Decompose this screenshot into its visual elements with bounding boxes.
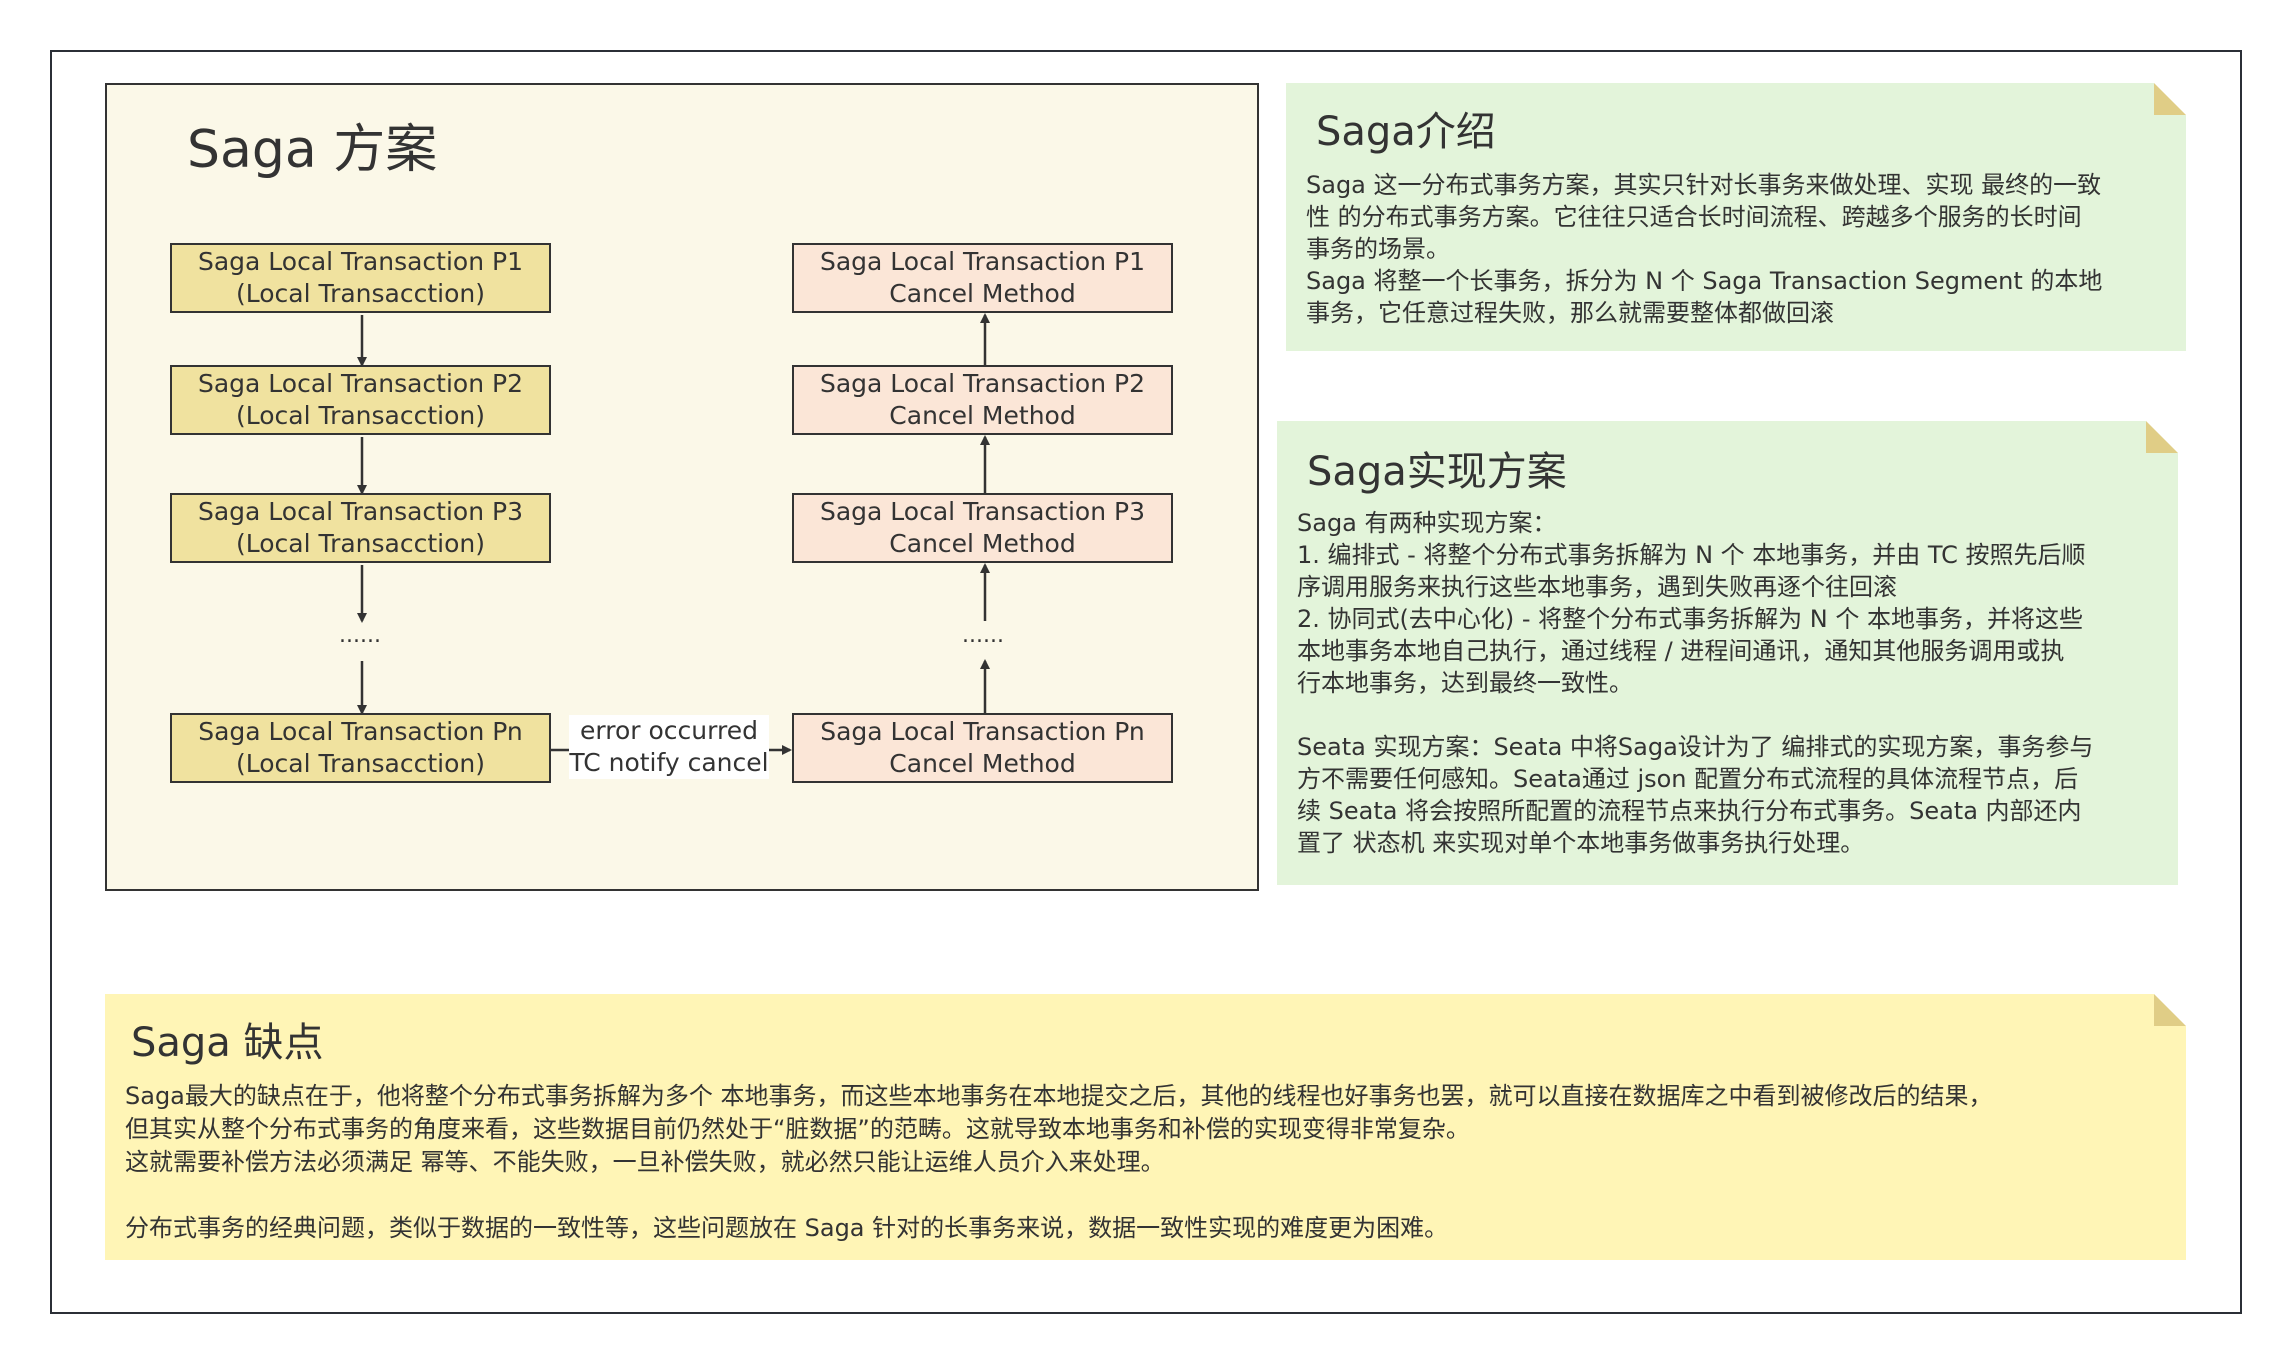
node-sublabel: (Local Transacction) (235, 749, 485, 778)
forward-node-p1: Saga Local Transaction P1 (Local Transacc… (170, 243, 551, 313)
node-label: Saga Local Transaction P2 (819, 369, 1145, 398)
node-sublabel: (Local Transacction) (235, 401, 485, 430)
node-sublabel: (Local Transacction) (235, 529, 485, 558)
forward-ellipsis: ...... (339, 623, 381, 648)
cancel-node-p2: Saga Local Transaction P2 Cancel Method (792, 365, 1173, 435)
node-sublabel: Cancel Method (889, 749, 1076, 778)
node-sublabel: Cancel Method (889, 401, 1076, 430)
outer-frame (50, 50, 2242, 1314)
edge-label-line1: error occurred (580, 716, 758, 745)
cancel-ellipsis: ...... (962, 623, 1004, 648)
folded-corner-icon (2146, 421, 2178, 453)
node-sublabel: (Local Transacction) (235, 279, 485, 308)
folded-corner-icon (2154, 83, 2186, 115)
node-label: Saga Local Transaction P1 (819, 247, 1145, 276)
cancel-node-p1: Saga Local Transaction P1 Cancel Method (792, 243, 1173, 313)
node-label: Saga Local Transaction P2 (197, 369, 523, 398)
forward-node-p2: Saga Local Transaction P2 (Local Transacc… (170, 365, 551, 435)
note-title: Saga实现方案 (1307, 449, 1567, 495)
note-title: Saga 缺点 (131, 1020, 324, 1066)
edge-label-line2: TC notify cancel (569, 748, 769, 777)
cancel-node-p3: Saga Local Transaction P3 Cancel Method (792, 493, 1173, 563)
note-saga-intro: Saga介绍 Saga 这一分布式事务方案，其实只针对长事务来做处理、实现 最终… (1286, 83, 2186, 351)
note-title: Saga介绍 (1316, 109, 1496, 155)
forward-node-p3: Saga Local Transaction P3 (Local Transacc… (170, 493, 551, 563)
node-label: Saga Local Transaction Pn (820, 717, 1145, 746)
node-sublabel: Cancel Method (889, 279, 1076, 308)
folded-corner-icon (2154, 994, 2186, 1026)
node-sublabel: Cancel Method (889, 529, 1076, 558)
cancel-node-pn: Saga Local Transaction Pn Cancel Method (792, 713, 1173, 783)
node-label: Saga Local Transaction Pn (198, 717, 523, 746)
panel-title: Saga 方案 (187, 120, 438, 180)
note-body: Saga 这一分布式事务方案，其实只针对长事务来做处理、实现 最终的一致 性 的… (1306, 171, 2103, 327)
edge-label: error occurred TC notify cancel (569, 715, 769, 779)
note-body: Saga最大的缺点在于，他将整个分布式事务拆解为多个 本地事务，而这些本地事务在… (125, 1082, 1993, 1242)
node-label: Saga Local Transaction P3 (819, 497, 1145, 526)
node-label: Saga Local Transaction P1 (197, 247, 523, 276)
forward-node-pn: Saga Local Transaction Pn (Local Transacc… (170, 713, 551, 783)
note-body: Saga 有两种实现方案： 1. 编排式 - 将整个分布式事务拆解为 N 个 本… (1297, 509, 2094, 857)
node-label: Saga Local Transaction P3 (197, 497, 523, 526)
note-saga-implementation: Saga实现方案 Saga 有两种实现方案： 1. 编排式 - 将整个分布式事务… (1277, 421, 2178, 885)
saga-diagram-panel: Saga 方案 Saga Local Transaction P1 (Local … (105, 83, 1259, 891)
note-saga-cons: Saga 缺点 Saga最大的缺点在于，他将整个分布式事务拆解为多个 本地事务，… (105, 994, 2186, 1260)
